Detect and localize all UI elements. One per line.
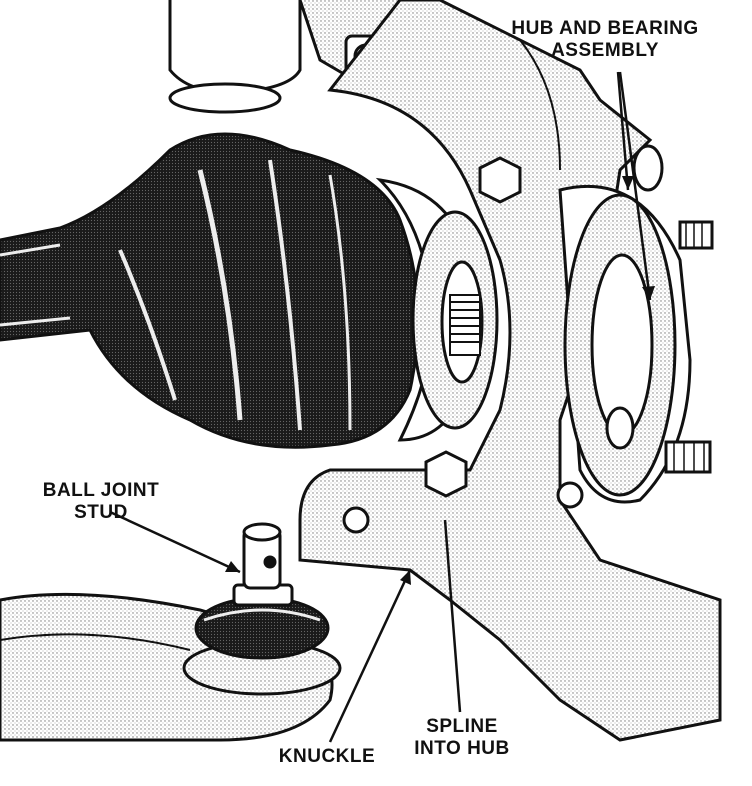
ball-joint-boot: [194, 596, 330, 660]
ball-joint-stud: [232, 522, 294, 607]
knuckle-label-line1: KNUCKLE: [278, 746, 376, 767]
spline-label-line1: SPLINE: [426, 716, 498, 737]
knuckle-bolt-lower: [424, 450, 468, 498]
wheel-stud-lower: [664, 440, 712, 474]
hub-label-line1: HUB AND BEARING: [511, 18, 699, 39]
spline-label-line2: INTO HUB: [414, 738, 510, 759]
hub-label-line2: ASSEMBLY: [551, 40, 659, 61]
hub-bearing-assembly: [558, 184, 692, 504]
cv-boot: [0, 132, 420, 449]
ball-label-line1: BALL JOINT: [42, 480, 160, 501]
knuckle-label: KNUCKLE: [262, 746, 392, 768]
leader-lines: [109, 71, 652, 743]
hub-and-bearing-assembly-label: HUB AND BEARING ASSEMBLY: [490, 18, 720, 62]
leader-arrowheads: [225, 176, 655, 585]
spline-into-hub-label: SPLINE INTO HUB: [392, 716, 532, 760]
ball-joint-stud-label: BALL JOINT STUD: [16, 480, 186, 524]
knuckle-bolt-side: [342, 481, 584, 534]
hub-studs-front: [605, 144, 664, 450]
ball-label-line2: STUD: [74, 502, 128, 523]
knuckle-bolt-upper: [478, 156, 522, 204]
knuckle-body: [298, 0, 722, 742]
wheel-stud-upper: [678, 220, 714, 250]
spline-shaft: [449, 294, 481, 356]
